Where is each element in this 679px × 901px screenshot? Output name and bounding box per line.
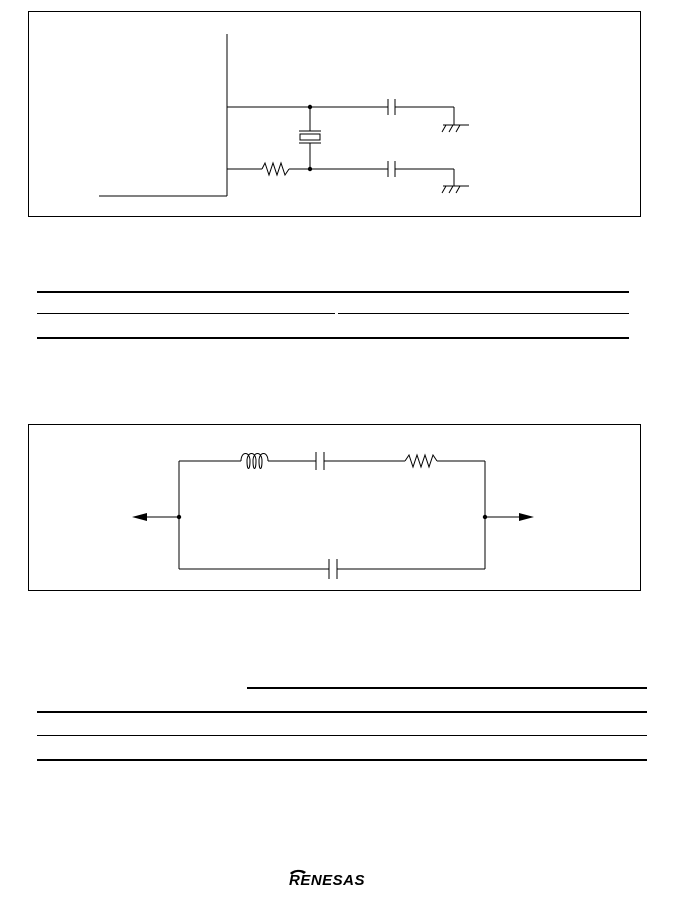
left-node-dot xyxy=(176,514,182,520)
table1-bottom-rule xyxy=(37,337,629,339)
right-node-dot xyxy=(482,514,488,520)
logo-wordmark: RENESAS xyxy=(289,872,365,889)
bottom-junction-dot xyxy=(307,166,313,172)
table2-group-rule xyxy=(247,687,647,689)
table1-top-rule xyxy=(37,291,629,293)
right-arrow-icon xyxy=(519,513,534,521)
top-ground-hatch xyxy=(448,124,454,133)
table1-header-rule-left xyxy=(37,313,335,314)
feedback-resistor xyxy=(261,161,290,177)
equivalent-circuit-diagram xyxy=(132,452,534,579)
top-ground-hatch xyxy=(441,124,447,133)
logo-swoosh-icon xyxy=(290,869,306,875)
bottom-ground-hatch xyxy=(441,185,447,194)
inductor-coil xyxy=(240,453,269,469)
oscillator-circuit-diagram xyxy=(99,34,469,197)
renesas-logo-mark: RENESAS xyxy=(289,869,365,889)
equivalent-circuit-figure xyxy=(28,424,641,591)
table2-header-rule xyxy=(37,735,647,736)
bottom-ground-hatch xyxy=(455,185,461,194)
left-arrow-icon xyxy=(132,513,147,521)
crystal-body xyxy=(299,133,321,141)
series-resistor xyxy=(404,453,438,469)
oscillator-circuit-figure xyxy=(28,11,641,217)
bottom-ground-hatch xyxy=(448,185,454,194)
renesas-logo: RENESAS xyxy=(288,868,384,889)
top-ground-hatch xyxy=(455,124,461,133)
table2-bottom-rule xyxy=(37,759,647,761)
top-junction-dot xyxy=(307,104,313,110)
table2-top-rule xyxy=(37,711,647,713)
table1-header-rule-right xyxy=(338,313,629,314)
